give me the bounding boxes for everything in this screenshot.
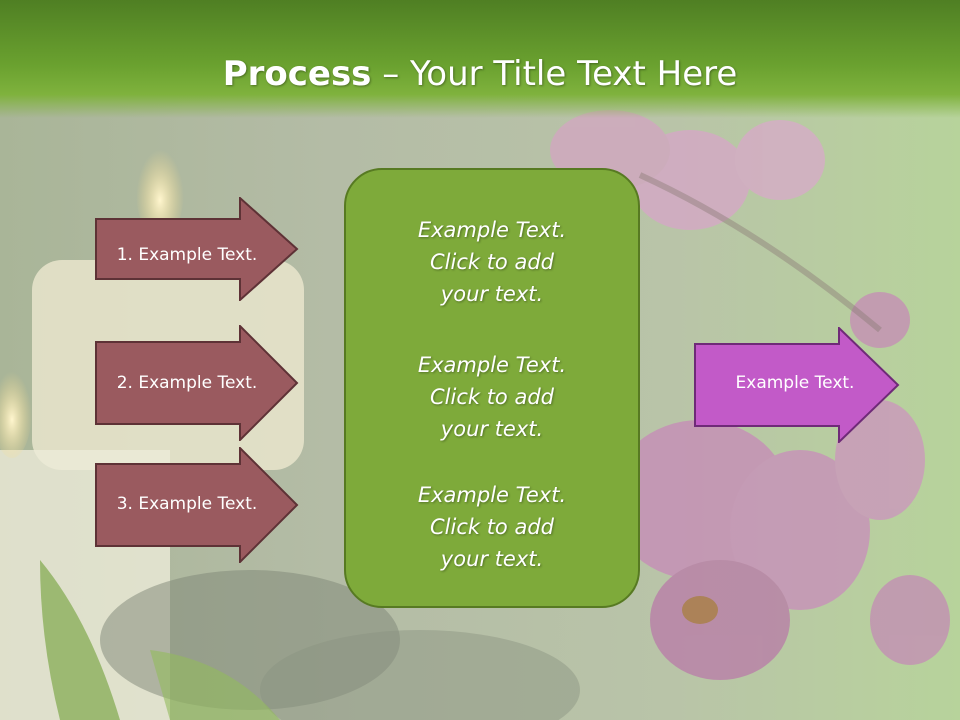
result-arrow[interactable] [694,327,900,443]
title-rest: – Your Title Text Here [371,54,738,94]
title-bar [0,0,960,118]
title-bold: Process [222,54,372,94]
center-text-1: Example Text. Click to add your text. [417,218,567,306]
step-label-1: 1. Example Text. [116,245,258,265]
step-label-3: 3. Example Text. [116,494,258,514]
center-text-box[interactable]: Example Text. Click to add your text. Ex… [344,168,640,608]
step-arrow-3[interactable] [95,447,299,563]
step-arrow-1[interactable] [95,197,299,301]
step-arrow-2[interactable] [95,325,299,441]
result-label: Example Text. [735,373,855,393]
center-text-3: Example Text. Click to add your text. [417,483,567,571]
center-text-2: Example Text. Click to add your text. [417,353,567,441]
step-label-2: 2. Example Text. [116,373,258,393]
slide-title[interactable]: Process – Your Title Text Here [0,50,960,98]
